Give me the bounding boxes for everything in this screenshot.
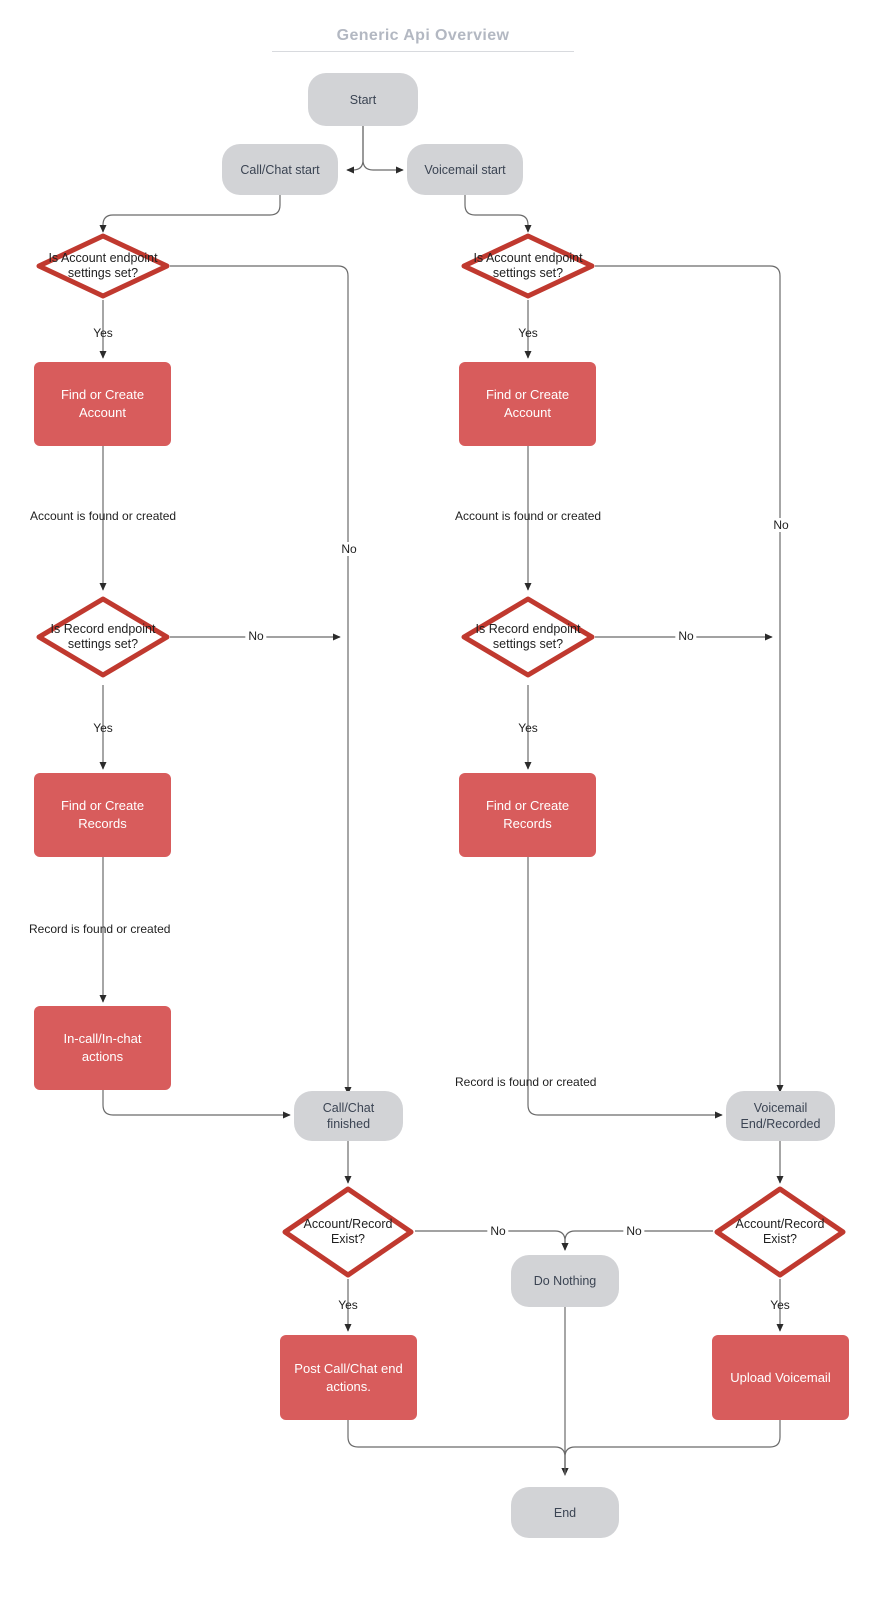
edge-label-record-found-left: Record is found or created <box>29 922 171 936</box>
diamond-shape-icon <box>461 596 595 678</box>
node-is-account-endpoint-settings-set-right-label: Is Account endpoint settings set? <box>473 251 583 280</box>
diamond-shape-icon <box>282 1186 414 1278</box>
diamond-shape-icon <box>36 596 170 678</box>
diagram-title-block: Generic Api Overview <box>272 26 574 52</box>
node-voicemail-start-label: Voicemail start <box>424 162 506 177</box>
node-find-or-create-account-right[interactable]: Find or Create Account <box>459 362 596 446</box>
node-start[interactable]: Start <box>308 73 418 126</box>
diamond-shape-icon <box>714 1186 846 1278</box>
node-find-or-create-account-left[interactable]: Find or Create Account <box>34 362 171 446</box>
node-start-label: Start <box>349 92 377 107</box>
edge-label-yes-account-right: Yes <box>518 326 538 340</box>
edge-label-yes-record-left: Yes <box>93 721 113 735</box>
node-voicemail-start[interactable]: Voicemail start <box>407 144 523 195</box>
node-do-nothing[interactable]: Do Nothing <box>511 1255 619 1307</box>
node-voicemail-end-recorded[interactable]: Voicemail End/Recorded <box>726 1091 835 1141</box>
node-call-chat-finished[interactable]: Call/Chat finished <box>294 1091 403 1141</box>
edge-label-account-found-left: Account is found or created <box>30 509 177 523</box>
node-in-call-in-chat-actions[interactable]: In-call/In-chat actions <box>34 1006 171 1090</box>
edge-label-no-account-right: No <box>770 518 792 532</box>
edge-label-no-exist-left: No <box>487 1224 509 1238</box>
node-account-record-exist-left[interactable]: Account/Record Exist? <box>281 1185 415 1279</box>
edge-label-account-found-right: Account is found or created <box>455 509 602 523</box>
node-is-account-endpoint-settings-set-left[interactable]: Is Account endpoint settings set? <box>35 232 171 300</box>
node-find-or-create-records-right[interactable]: Find or Create Records <box>459 773 596 857</box>
node-call-chat-start-label: Call/Chat start <box>240 162 320 177</box>
title-divider <box>272 51 574 52</box>
node-find-or-create-records-right-label: Find or Create Records <box>485 798 570 831</box>
node-account-record-exist-left-label: Account/Record Exist? <box>303 1217 393 1246</box>
node-end[interactable]: End <box>511 1487 619 1538</box>
edge-label-no-record-right: No <box>675 629 697 643</box>
node-find-or-create-records-left[interactable]: Find or Create Records <box>34 773 171 857</box>
diamond-shape-icon <box>36 233 170 299</box>
page-title: Generic Api Overview <box>336 27 510 44</box>
node-post-call-chat-end-actions[interactable]: Post Call/Chat end actions. <box>280 1335 417 1420</box>
node-post-call-chat-end-actions-label: Post Call/Chat end actions. <box>294 1360 403 1394</box>
node-account-record-exist-right-label: Account/Record Exist? <box>735 1217 825 1246</box>
node-voicemail-end-recorded-label: Voicemail End/Recorded <box>740 1101 821 1131</box>
node-is-record-endpoint-settings-set-right-label: Is Record endpoint settings set? <box>475 622 581 651</box>
edge-label-record-found-right: Record is found or created <box>455 1075 597 1089</box>
node-end-label: End <box>553 1505 577 1520</box>
node-find-or-create-records-left-label: Find or Create Records <box>60 798 145 831</box>
node-is-account-endpoint-settings-set-right[interactable]: Is Account endpoint settings set? <box>460 232 596 300</box>
edge-label-yes-exist-right: Yes <box>770 1298 790 1312</box>
node-is-record-endpoint-settings-set-left-label: Is Record endpoint settings set? <box>50 622 156 651</box>
node-in-call-in-chat-actions-label: In-call/In-chat actions <box>63 1031 142 1064</box>
node-account-record-exist-right[interactable]: Account/Record Exist? <box>713 1185 847 1279</box>
edge-label-yes-exist-left: Yes <box>338 1298 358 1312</box>
edge-label-yes-record-right: Yes <box>518 721 538 735</box>
edge-label-no-exist-right: No <box>623 1224 645 1238</box>
node-find-or-create-account-left-label: Find or Create Account <box>60 387 145 420</box>
node-is-record-endpoint-settings-set-right[interactable]: Is Record endpoint settings set? <box>460 595 596 679</box>
node-call-chat-start[interactable]: Call/Chat start <box>222 144 338 195</box>
node-find-or-create-account-right-label: Find or Create Account <box>485 387 570 420</box>
node-call-chat-finished-label: Call/Chat finished <box>322 1101 375 1131</box>
edge-label-yes-account-left: Yes <box>93 326 113 340</box>
edge-label-no-account-left: No <box>338 542 360 556</box>
edge-label-no-record-left: No <box>245 629 267 643</box>
node-upload-voicemail-label: Upload Voicemail <box>730 1369 831 1385</box>
diamond-shape-icon <box>461 233 595 299</box>
node-upload-voicemail[interactable]: Upload Voicemail <box>712 1335 849 1420</box>
node-is-record-endpoint-settings-set-left[interactable]: Is Record endpoint settings set? <box>35 595 171 679</box>
node-is-account-endpoint-settings-set-left-label: Is Account endpoint settings set? <box>48 251 158 280</box>
node-do-nothing-label: Do Nothing <box>533 1274 597 1288</box>
